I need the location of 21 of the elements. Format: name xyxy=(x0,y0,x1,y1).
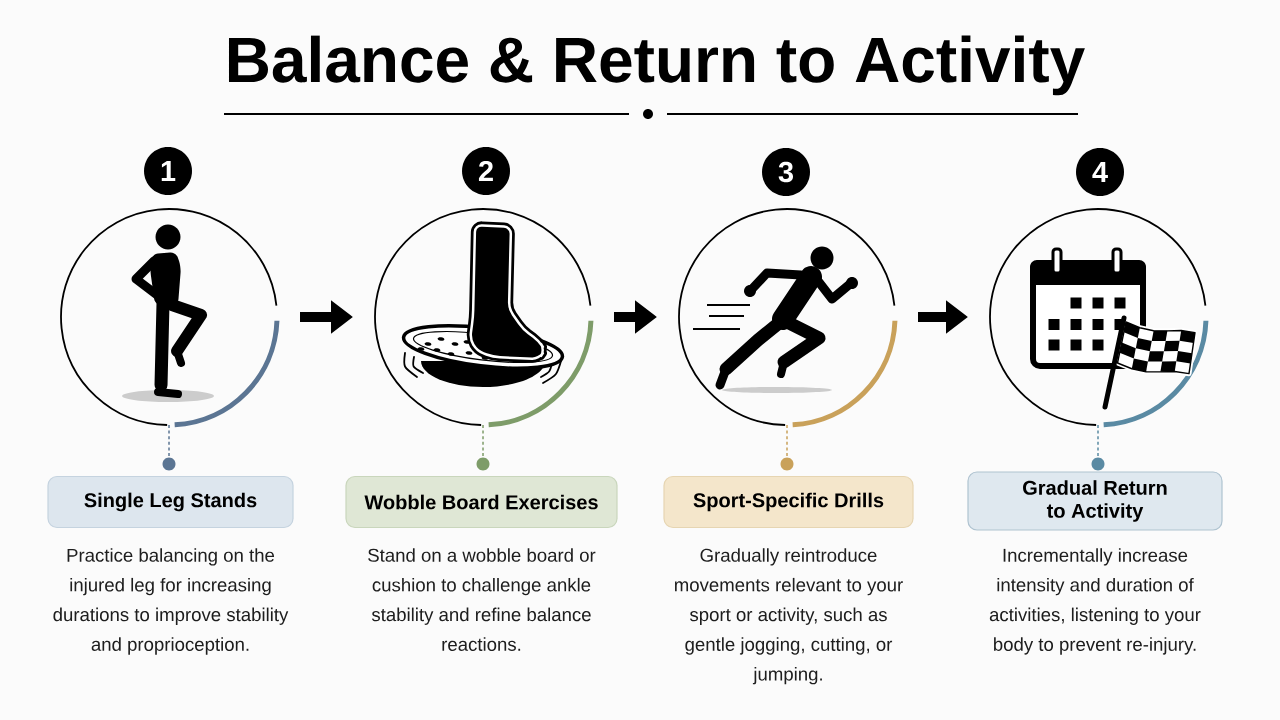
step-circle xyxy=(989,208,1209,428)
label-box: Sport-Specific Drills xyxy=(663,475,914,529)
label-box: Wobble Board Exercises xyxy=(345,475,618,529)
step-circle xyxy=(374,208,594,428)
description-text: Practice balancing on the injured leg for increasing durations to improve stability and proprioception. xyxy=(53,548,289,655)
label-box: Gradual Return to Activity xyxy=(967,471,1223,531)
label-box: Single Leg Stands xyxy=(47,475,294,529)
dotted-line xyxy=(168,424,170,459)
dotted-line xyxy=(482,424,484,459)
description-text: Incrementally increase intensity and duration of activities, listening to your body to prevent re-injury. xyxy=(989,548,1201,655)
title: Balance & Return to Activity xyxy=(229,35,1085,96)
number-badge: 3 xyxy=(762,148,810,196)
number-badge: 4 xyxy=(1076,148,1124,196)
step-circle xyxy=(60,208,280,428)
description-text: Gradually reintroduce movements relevant to your sport or activity, such as gentle jogging, cutting, or jumping. xyxy=(675,548,903,685)
step-circle xyxy=(678,208,898,428)
dotted-line xyxy=(1097,424,1099,459)
description-text: Stand on a wobble board or cushion to challenge ankle stability and refine balance reactions. xyxy=(368,548,596,651)
dotted-line xyxy=(786,424,788,459)
number-badge: 2 xyxy=(462,147,510,195)
number-badge: 1 xyxy=(144,147,192,195)
